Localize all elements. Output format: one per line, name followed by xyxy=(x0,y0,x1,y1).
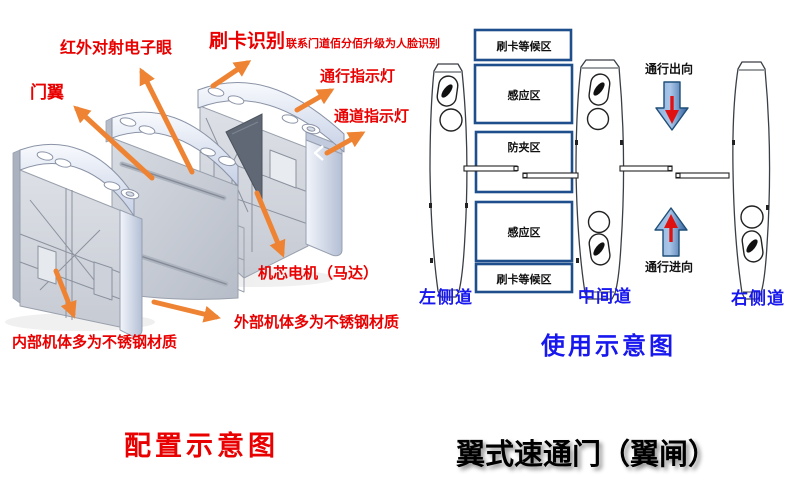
card-reader-icons xyxy=(436,73,764,266)
label-lane-indicator: 通道指示灯 xyxy=(334,107,410,125)
door-wing-graphic xyxy=(225,113,263,203)
arrow-external-body xyxy=(151,299,221,323)
label-card-recognition: 刷卡识别 xyxy=(209,30,286,52)
lane-label-left: 左侧道 xyxy=(419,288,473,308)
exit-direction-label: 通行出向 xyxy=(645,62,694,76)
label-card-recognition-group: 刷卡识别 联系门道佰分佰升级为人脸识别 xyxy=(209,31,440,52)
zone-box-wait-bottom xyxy=(474,262,574,294)
arrow-motor xyxy=(254,190,286,258)
label-door-wing: 门翼 xyxy=(30,83,64,103)
arrow-internal-body xyxy=(53,268,77,319)
zone-label-wait-top: 刷卡等候区 xyxy=(496,40,552,53)
usage-diagram-graphic xyxy=(429,28,771,300)
zone-label-sense-bottom: 感应区 xyxy=(507,226,541,239)
label-card-recognition-note: 联系门道佰分佰升级为人脸识别 xyxy=(286,37,441,50)
arrow-pass-indicator xyxy=(294,88,335,113)
zone-label-sense-top: 感应区 xyxy=(507,89,541,102)
label-passage-indicator: 通行指示灯 xyxy=(320,67,396,85)
cabinet-left xyxy=(12,143,143,337)
entry-direction-label: 通行进向 xyxy=(645,260,694,274)
zone-boxes xyxy=(473,28,574,294)
edge-ticks xyxy=(429,140,769,263)
label-internal-body: 内部机体多为不锈钢材质 xyxy=(12,333,178,351)
flap-wings xyxy=(463,165,730,179)
label-external-body: 外部机体多为不锈钢材质 xyxy=(234,313,400,331)
label-motor: 机芯电机（马达） xyxy=(258,264,379,282)
arrow-lane-indicator xyxy=(324,131,366,156)
config-diagram-caption: 配置示意图 xyxy=(124,431,279,462)
zone-box-sense-top xyxy=(473,63,574,125)
lane-label-middle: 中间道 xyxy=(578,287,632,307)
usage-diagram-caption: 使用示意图 xyxy=(541,332,676,360)
config-diagram-graphic xyxy=(5,60,366,337)
lane-label-right: 右侧道 xyxy=(731,289,785,309)
machine-body-right xyxy=(732,61,771,300)
direction-arrows-inner xyxy=(664,96,679,242)
arrow-infrared-eye xyxy=(139,67,195,175)
callout-arrows xyxy=(53,60,366,323)
zone-box-sense-bottom xyxy=(474,200,574,263)
arrow-card-reader xyxy=(210,60,252,89)
zone-label-antipinch: 防夹区 xyxy=(507,141,541,154)
lane-indicator-chevron-icon xyxy=(313,145,324,161)
arrow-door-wing xyxy=(73,105,155,181)
zone-box-wait-top xyxy=(473,28,573,62)
zone-label-wait-bottom: 刷卡等候区 xyxy=(496,273,552,286)
page-title: 翼式速通门（翼闸） xyxy=(456,437,718,471)
top-reader-ovals xyxy=(207,87,321,135)
zone-box-antipinch xyxy=(474,130,574,194)
label-infrared-eye: 红外对射电子眼 xyxy=(60,38,173,57)
